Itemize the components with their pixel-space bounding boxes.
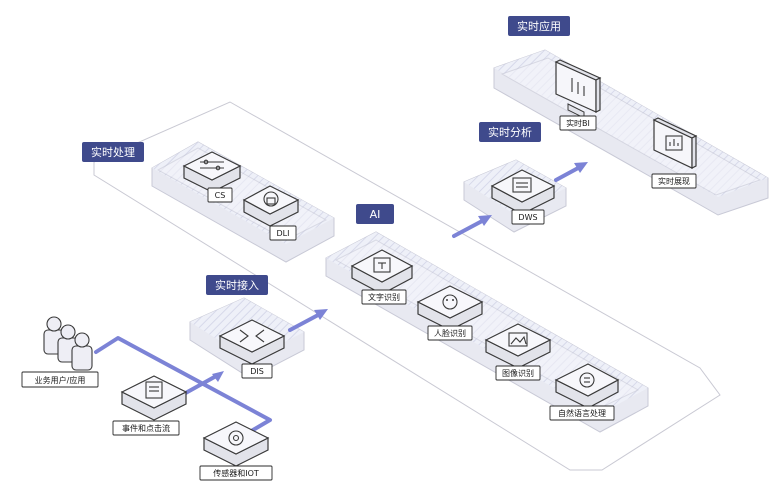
svg-text:实时分析: 实时分析 [488,125,532,139]
badge-realtime-application: 实时应用 [508,16,570,36]
document-icon [145,381,163,399]
users-icon [43,316,93,371]
dis-label: DIS [250,367,264,376]
flow-arrowhead-apps [574,162,588,173]
face-recognition-icon [442,294,458,310]
outer-platform [93,101,721,471]
users-node[interactable]: 业务用户/应用 [21,371,99,388]
image-recognition-icon [508,332,528,347]
flow-dis-to-ai [288,312,322,332]
dis-node[interactable]: DIS [218,319,286,379]
bi-node[interactable]: 实时BI [554,59,602,131]
merge-arrows-icon [239,329,265,343]
svg-text:AI: AI [370,208,381,221]
badge-realtime-processing: 实时处理 [82,142,144,162]
flow-events-to-dis [180,373,220,397]
dli-node[interactable]: DLI [242,185,300,241]
users-label: 业务用户/应用 [35,375,86,385]
text-recognition-icon [373,257,391,273]
lake-icon [263,191,279,207]
badge-realtime-analysis: 实时分析 [479,122,541,142]
flow-ai-to-dws [452,218,486,238]
warehouse-icon [512,177,532,193]
speech-icon [579,372,595,388]
flow-arrowhead-dws [478,215,492,226]
dws-node[interactable]: DWS [490,169,556,225]
sensors-label: 传感器和IOT [213,468,259,478]
svg-text:实时接入: 实时接入 [215,278,259,292]
events-node[interactable]: 事件和点击流 [112,375,188,436]
flow-dws-to-apps [554,165,582,182]
image-label: 图像识别 [502,368,534,378]
face-node[interactable]: 人脸识别 [416,285,484,341]
cs-node[interactable]: CS [182,151,242,203]
nlp-label: 自然语言处理 [558,408,606,418]
sensor-icon [228,430,244,446]
badge-ai: AI [356,204,394,224]
ocr-label: 文字识别 [368,292,400,302]
events-label: 事件和点击流 [122,423,170,433]
face-label: 人脸识别 [434,328,466,338]
svg-text:实时处理: 实时处理 [91,145,135,159]
nlp-node[interactable]: 自然语言处理 [549,363,620,421]
monitor-icon [554,59,602,119]
image-node[interactable]: 图像识别 [484,323,552,381]
cs-label: CS [215,191,226,200]
sensors-node[interactable]: 传感器和IOT [199,421,273,481]
dli-label: DLI [277,229,290,238]
svg-text:实时应用: 实时应用 [517,19,561,33]
screen-label: 实时展现 [658,176,690,186]
flow-arrowhead-access [212,371,224,382]
screen-node[interactable]: 实时展现 [651,117,698,189]
bi-label: 实时BI [566,118,590,128]
flow-arrowhead-ai [314,309,328,320]
badge-realtime-access: 实时接入 [206,275,268,295]
ocr-node[interactable]: 文字识别 [350,249,414,305]
realtime-processing-platform [151,141,335,263]
dws-label: DWS [518,213,537,222]
dashboard-icon [652,117,698,169]
circuit-icon [200,159,224,171]
